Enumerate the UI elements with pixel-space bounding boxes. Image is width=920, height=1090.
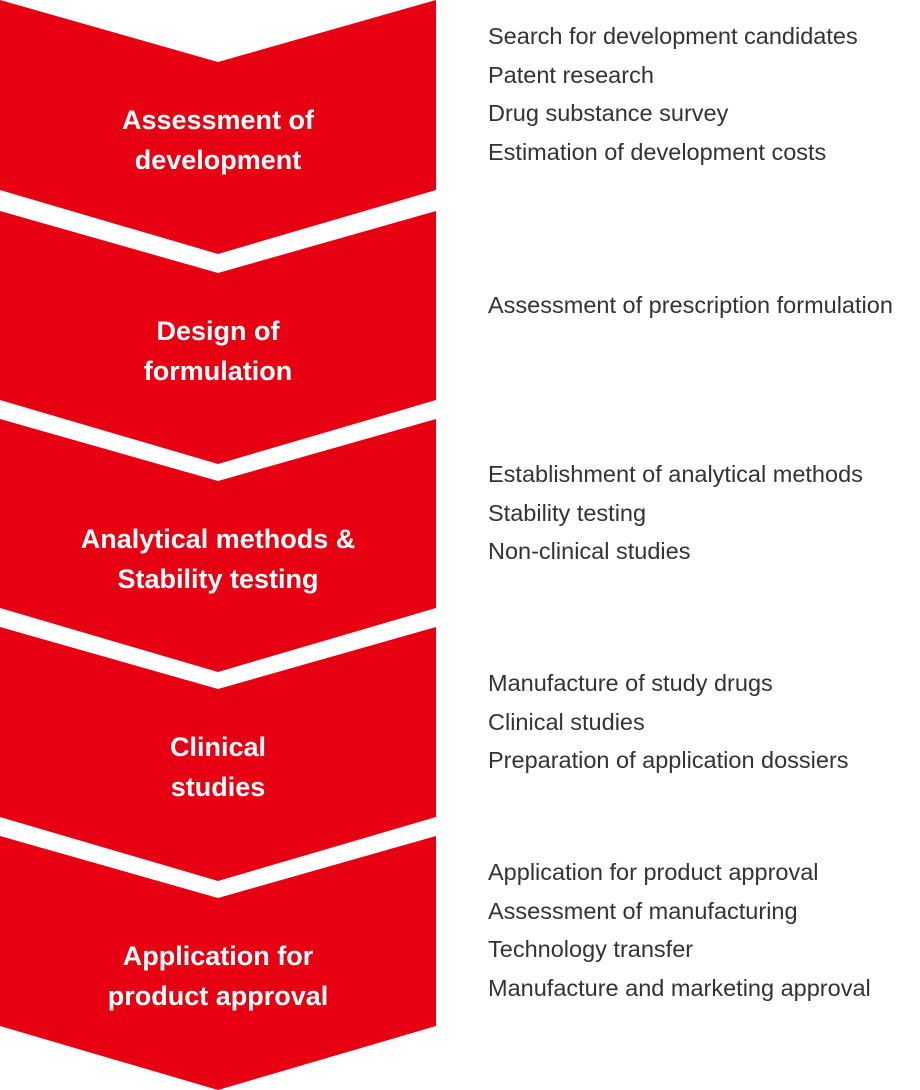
stage-3-title: Analytical methods & Stability testing [0,519,436,599]
list-item: Drug substance survey [488,100,729,127]
chevron-stage-3 [0,419,436,672]
list-item: Technology transfer [488,936,694,963]
list-item: Manufacture of study drugs [488,670,773,696]
stage-4-title-line-2: studies [170,772,266,802]
list-item: Application for product approval [488,859,819,885]
list-item: Assessment of manufacturing [488,897,798,924]
stage-2-title-line-2: formulation [143,356,293,386]
stage-5-title: Application for product approval [0,936,436,1016]
list-item: Search for development candidates [488,23,858,49]
list-item: Patent research [488,61,654,88]
list-item: Preparation of application dossiers [488,747,849,774]
stage-1-title: Assessment of development [0,100,436,180]
chevron-stage-4 [0,627,436,881]
stage-1-title-line-1: Assessment of [121,105,315,135]
chevron-stage-1 [0,0,436,254]
chevron-stage-5 [0,836,436,1090]
stage-3-title-line-1: Analytical methods & [80,524,356,554]
stage-1-title-line-2: development [134,145,302,175]
stage-2-title-line-1: Design of [156,316,280,346]
chevron-stage-2 [0,211,436,464]
stage-2-details: Assessment of prescription formulation [488,286,920,325]
list-item: Clinical studies [488,708,645,735]
list-item: Estimation of development costs [488,139,827,166]
stage-5-details: Application for product approval Assessm… [488,853,920,1008]
stage-4-details: Manufacture of study drugs Clinical stud… [488,664,920,780]
stage-4-title-line-1: Clinical [169,732,267,762]
list-item: Manufacture and marketing approval [488,975,871,1002]
list-item: Stability testing [488,499,647,526]
stage-4-title: Clinical studies [0,727,436,807]
process-flow-chevrons [0,0,436,1090]
list-item: Establishment of analytical methods [488,461,863,487]
stage-3-title-line-2: Stability testing [117,564,319,594]
stage-2-title: Design of formulation [0,311,436,391]
stage-1-details: Search for development candidates Patent… [488,17,920,172]
stage-5-title-line-1: Application for [122,941,314,971]
stage-3-details: Establishment of analytical methods Stab… [488,455,920,571]
list-item: Assessment of prescription formulation [488,292,893,318]
list-item: Non-clinical studies [488,538,691,565]
stage-5-title-line-2: product approval [107,981,329,1011]
